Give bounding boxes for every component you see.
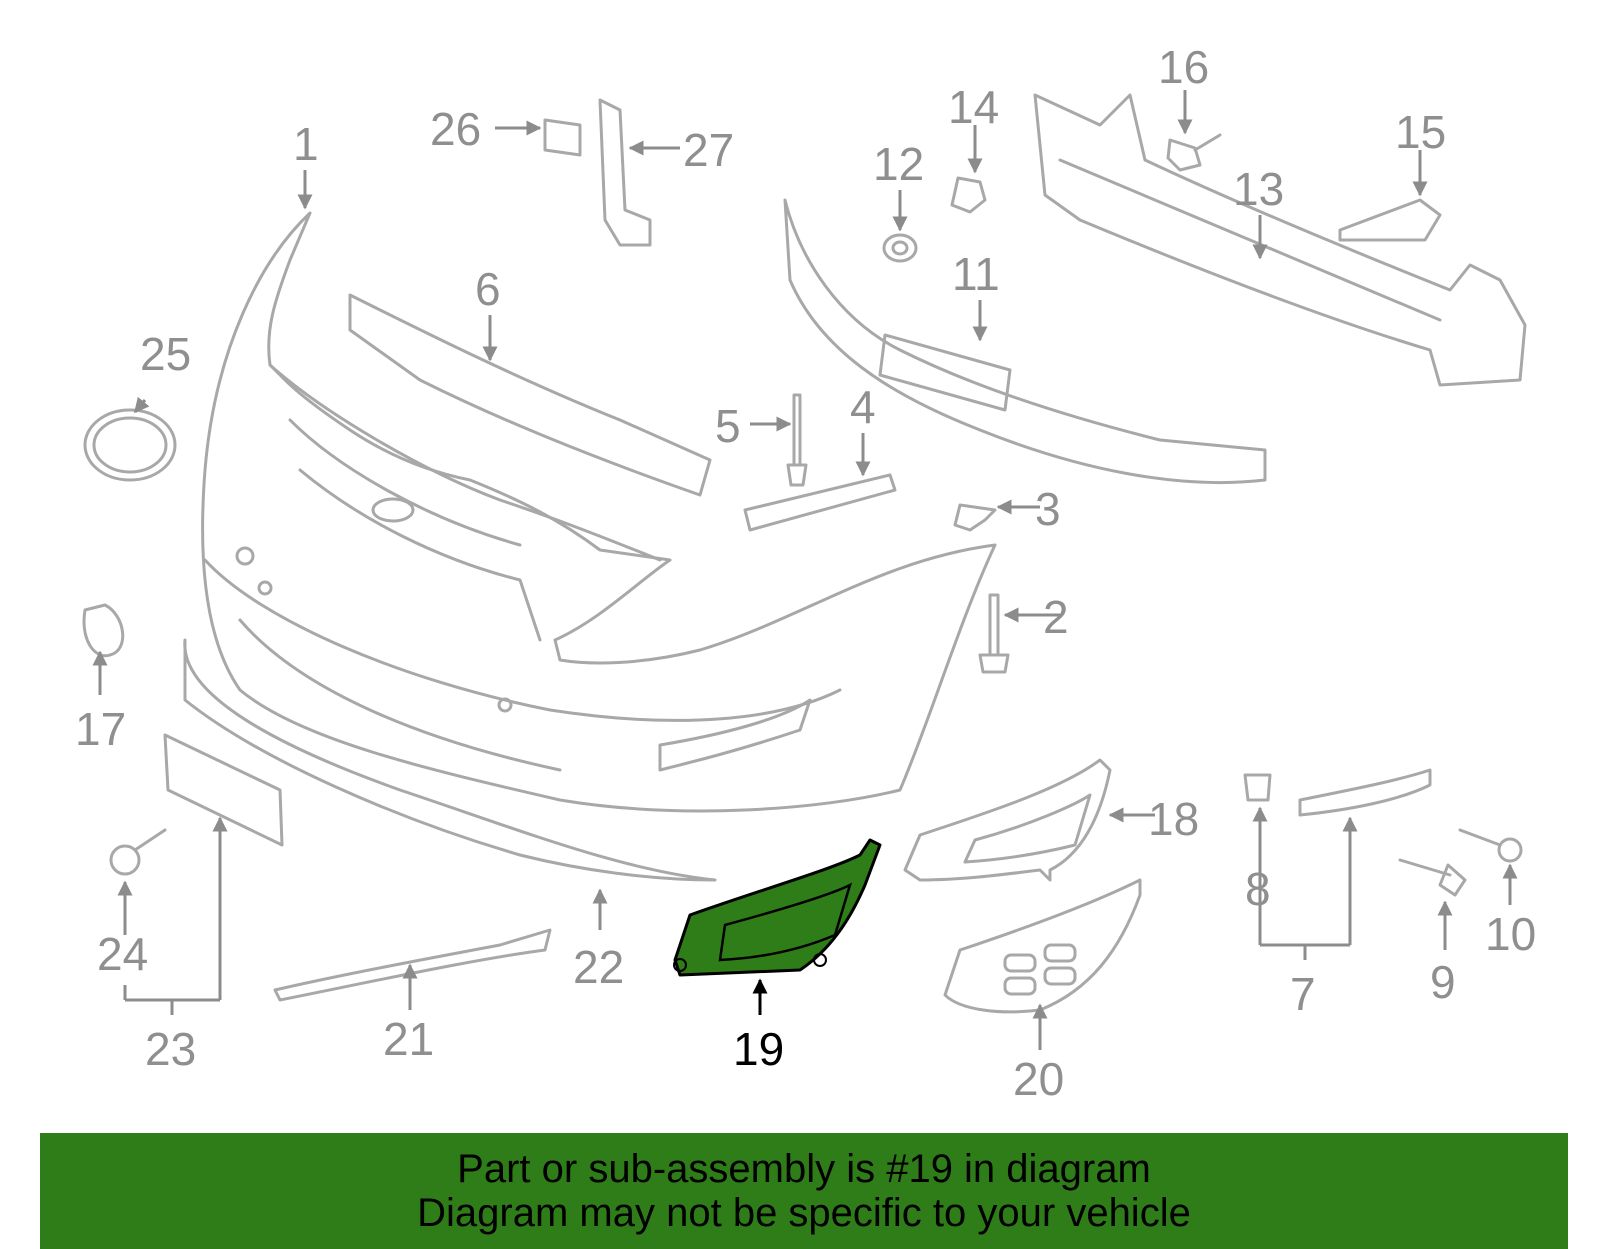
callout-3: 3 [1035, 483, 1061, 535]
part-25-emblem [83, 408, 177, 482]
part-9-bolt [1398, 858, 1467, 897]
callout-13: 13 [1233, 163, 1284, 215]
part-20-garnish [943, 878, 1142, 1014]
part-1-bumper-cover [201, 211, 997, 813]
part-7-strip [1298, 768, 1432, 817]
part-11-absorber [783, 198, 1267, 485]
part-27-bracket [598, 98, 652, 247]
part-18-cover [903, 758, 1112, 882]
part-5-bolt [786, 393, 808, 487]
callout-11: 11 [952, 248, 1000, 300]
callout-22: 22 [573, 941, 624, 993]
callout-21: 21 [383, 1013, 434, 1065]
part-19-highlighted[interactable] [673, 838, 882, 977]
callout-25: 25 [140, 328, 191, 380]
part-2-screw [978, 593, 1010, 674]
callout-15: 15 [1395, 106, 1446, 158]
callout-16: 16 [1158, 41, 1209, 93]
callout-7: 7 [1290, 968, 1316, 1020]
callout-14: 14 [948, 81, 999, 133]
part-15-bracket [1338, 198, 1442, 242]
callout-27: 27 [683, 124, 734, 176]
part-21-strip [273, 928, 552, 1002]
part-22-lower-lip [183, 638, 717, 882]
parts-diagram: 1 2 3 4 5 6 7 8 9 10 11 12 13 14 15 16 1… [75, 41, 1536, 1105]
part-24-screw [109, 828, 167, 876]
leader-lines [92, 90, 1518, 1050]
callout-18: 18 [1148, 793, 1199, 845]
banner-line-disclaimer: Diagram may not be specific to your vehi… [417, 1191, 1191, 1235]
callout-12: 12 [873, 138, 924, 190]
callout-5: 5 [715, 400, 741, 452]
part-26-clip [543, 118, 582, 157]
banner-line-part-number: Part or sub-assembly is #19 in diagram [457, 1147, 1151, 1191]
part-14-nut [950, 176, 987, 214]
callout-1: 1 [293, 118, 319, 170]
part-4-bracket [743, 473, 897, 532]
part-17-cap [82, 603, 125, 658]
part-12-grommet [882, 233, 918, 263]
callout-19: 19 [733, 1023, 784, 1075]
callout-17: 17 [75, 703, 126, 755]
part-13-reinforcement [1033, 93, 1527, 387]
callout-20: 20 [1013, 1053, 1064, 1105]
callout-10: 10 [1485, 908, 1536, 960]
callout-8: 8 [1245, 863, 1271, 915]
part-16-bolt [1166, 133, 1222, 172]
part-6-grille-bracket [348, 293, 712, 497]
part-23-plate-bracket [163, 733, 284, 847]
part-8-clip [1243, 773, 1272, 802]
callout-labels: 1 2 3 4 5 6 7 8 9 10 11 12 13 14 15 16 1… [75, 41, 1536, 1105]
part-3-clip [953, 503, 997, 532]
callout-24: 24 [97, 928, 148, 980]
part-10-bolt [1458, 828, 1523, 863]
callout-9: 9 [1430, 956, 1456, 1008]
callout-4: 4 [850, 381, 876, 433]
callout-2: 2 [1043, 591, 1069, 643]
callout-6: 6 [475, 263, 501, 315]
callout-23: 23 [145, 1023, 196, 1075]
info-banner: Part or sub-assembly is #19 in diagram D… [40, 1133, 1568, 1249]
callout-26: 26 [430, 103, 481, 155]
